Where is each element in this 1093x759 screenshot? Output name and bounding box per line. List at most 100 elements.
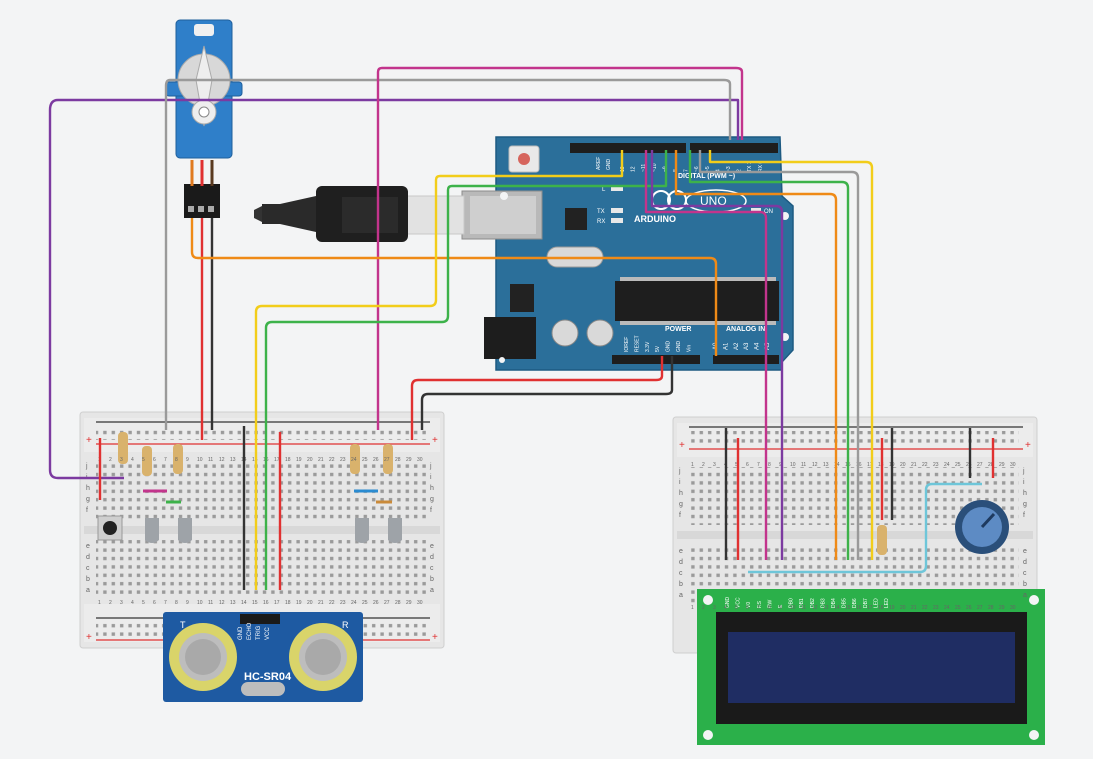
column-number: 1: [691, 462, 694, 468]
column-number: 23: [340, 600, 346, 606]
column-number: 11: [208, 457, 213, 463]
column-number: 14: [241, 600, 247, 606]
row-letter: e: [86, 543, 90, 550]
analog-pin-label: A1: [723, 342, 729, 350]
digital-pin-label: ~10: [652, 163, 658, 172]
column-number: 6: [746, 462, 749, 468]
digital-pin-label: ~5: [705, 166, 711, 172]
column-number: 28: [988, 605, 994, 611]
analog-header-label: ANALOG IN: [726, 326, 765, 333]
column-number: 18: [878, 605, 884, 611]
svg-text:+: +: [86, 435, 92, 446]
lcd-pin-label: DB7: [863, 598, 869, 608]
column-number: 9: [186, 600, 189, 606]
column-number: 29: [999, 462, 1005, 468]
lcd-pin-label: DB5: [842, 598, 848, 608]
digital-pin-label: ~11: [641, 164, 647, 172]
sensor-pin-label: GND: [238, 626, 244, 640]
column-number: 13: [230, 457, 236, 463]
lcd-pin-label: DB3: [820, 598, 826, 608]
sensor-pin-label: ECHO: [247, 622, 253, 640]
led-rx-label: RX: [597, 219, 605, 225]
row-letter: a: [86, 587, 90, 594]
column-number: 16: [856, 605, 862, 611]
column-number: 25: [955, 605, 961, 611]
usb-cable: [254, 186, 465, 242]
column-number: 3: [120, 600, 123, 606]
power-pin-label: GND: [666, 341, 672, 353]
column-number: 16: [263, 600, 269, 606]
row-letter: d: [1023, 559, 1027, 566]
row-letter: e: [679, 548, 683, 555]
column-number: 12: [812, 462, 818, 468]
row-letter: g: [679, 501, 683, 508]
column-number: 28: [395, 600, 401, 606]
row-letter: d: [430, 554, 434, 561]
column-number: 8: [768, 462, 771, 468]
column-number: 15: [845, 605, 851, 611]
power-pin-label: RESET: [634, 335, 640, 352]
digital-pin-label: RX 0: [758, 161, 764, 172]
sensor-t-label: T: [180, 620, 186, 630]
column-number: 13: [230, 600, 236, 606]
wire-purple-right: [650, 150, 784, 560]
row-letter: g: [430, 496, 434, 503]
digital-pin-label: 12: [631, 166, 637, 172]
row-letter: i: [1023, 479, 1025, 486]
lcd-pin-label: RS: [757, 600, 763, 608]
leds-left: [145, 518, 402, 543]
column-number: 21: [911, 462, 917, 468]
column-number: 2: [702, 462, 705, 468]
column-number: 24: [944, 605, 950, 611]
column-number: 20: [307, 457, 313, 463]
row-letter: f: [86, 507, 88, 514]
column-number: 5: [142, 600, 145, 606]
column-number: 30: [1010, 462, 1016, 468]
column-number: 23: [340, 457, 346, 463]
column-number: 29: [406, 600, 412, 606]
column-number: 2: [109, 457, 112, 463]
wire-yellow-left: [254, 150, 624, 590]
column-number: 17: [274, 457, 280, 463]
column-number: 27: [977, 605, 983, 611]
column-number: 11: [208, 600, 213, 606]
column-number: 20: [307, 600, 313, 606]
arduino-model: UNO: [700, 194, 727, 208]
column-number: 19: [296, 457, 302, 463]
svg-text:+: +: [432, 435, 438, 446]
column-number: 13: [823, 462, 829, 468]
lcd-pin-label: VCC: [736, 597, 742, 608]
column-number: 22: [922, 462, 928, 468]
column-number: 27: [384, 600, 390, 606]
digital-pin-label: 2: [737, 169, 743, 172]
column-number: 12: [812, 605, 818, 611]
lcd-pin-label: GND: [725, 597, 731, 609]
row-letter: i: [430, 474, 432, 481]
digital-pin-label: TX 1: [747, 161, 753, 172]
jumpers-left: [143, 489, 392, 504]
row-letter: b: [1023, 581, 1027, 588]
analog-pin-label: A3: [744, 342, 750, 350]
row-letter: i: [679, 479, 681, 486]
wire-orange-servo: [190, 218, 718, 356]
ultrasonic-sensor: [163, 612, 363, 702]
column-number: 20: [900, 462, 906, 468]
row-letter: c: [430, 565, 434, 572]
row-letter: j: [1022, 468, 1025, 475]
column-number: 26: [966, 605, 972, 611]
column-number: 2: [109, 600, 112, 606]
wire-gray-right: [698, 150, 860, 560]
column-number: 21: [318, 457, 324, 463]
column-number: 23: [933, 462, 939, 468]
power-header-label: POWER: [665, 326, 691, 333]
svg-text:+: +: [432, 632, 438, 643]
column-number: 19: [889, 605, 895, 611]
column-number: 24: [944, 462, 950, 468]
lcd-pin-label: DB1: [799, 598, 805, 608]
sensor-pin-label: TRIG: [256, 625, 262, 640]
svg-text:+: +: [1025, 440, 1031, 451]
column-number: 8: [175, 600, 178, 606]
